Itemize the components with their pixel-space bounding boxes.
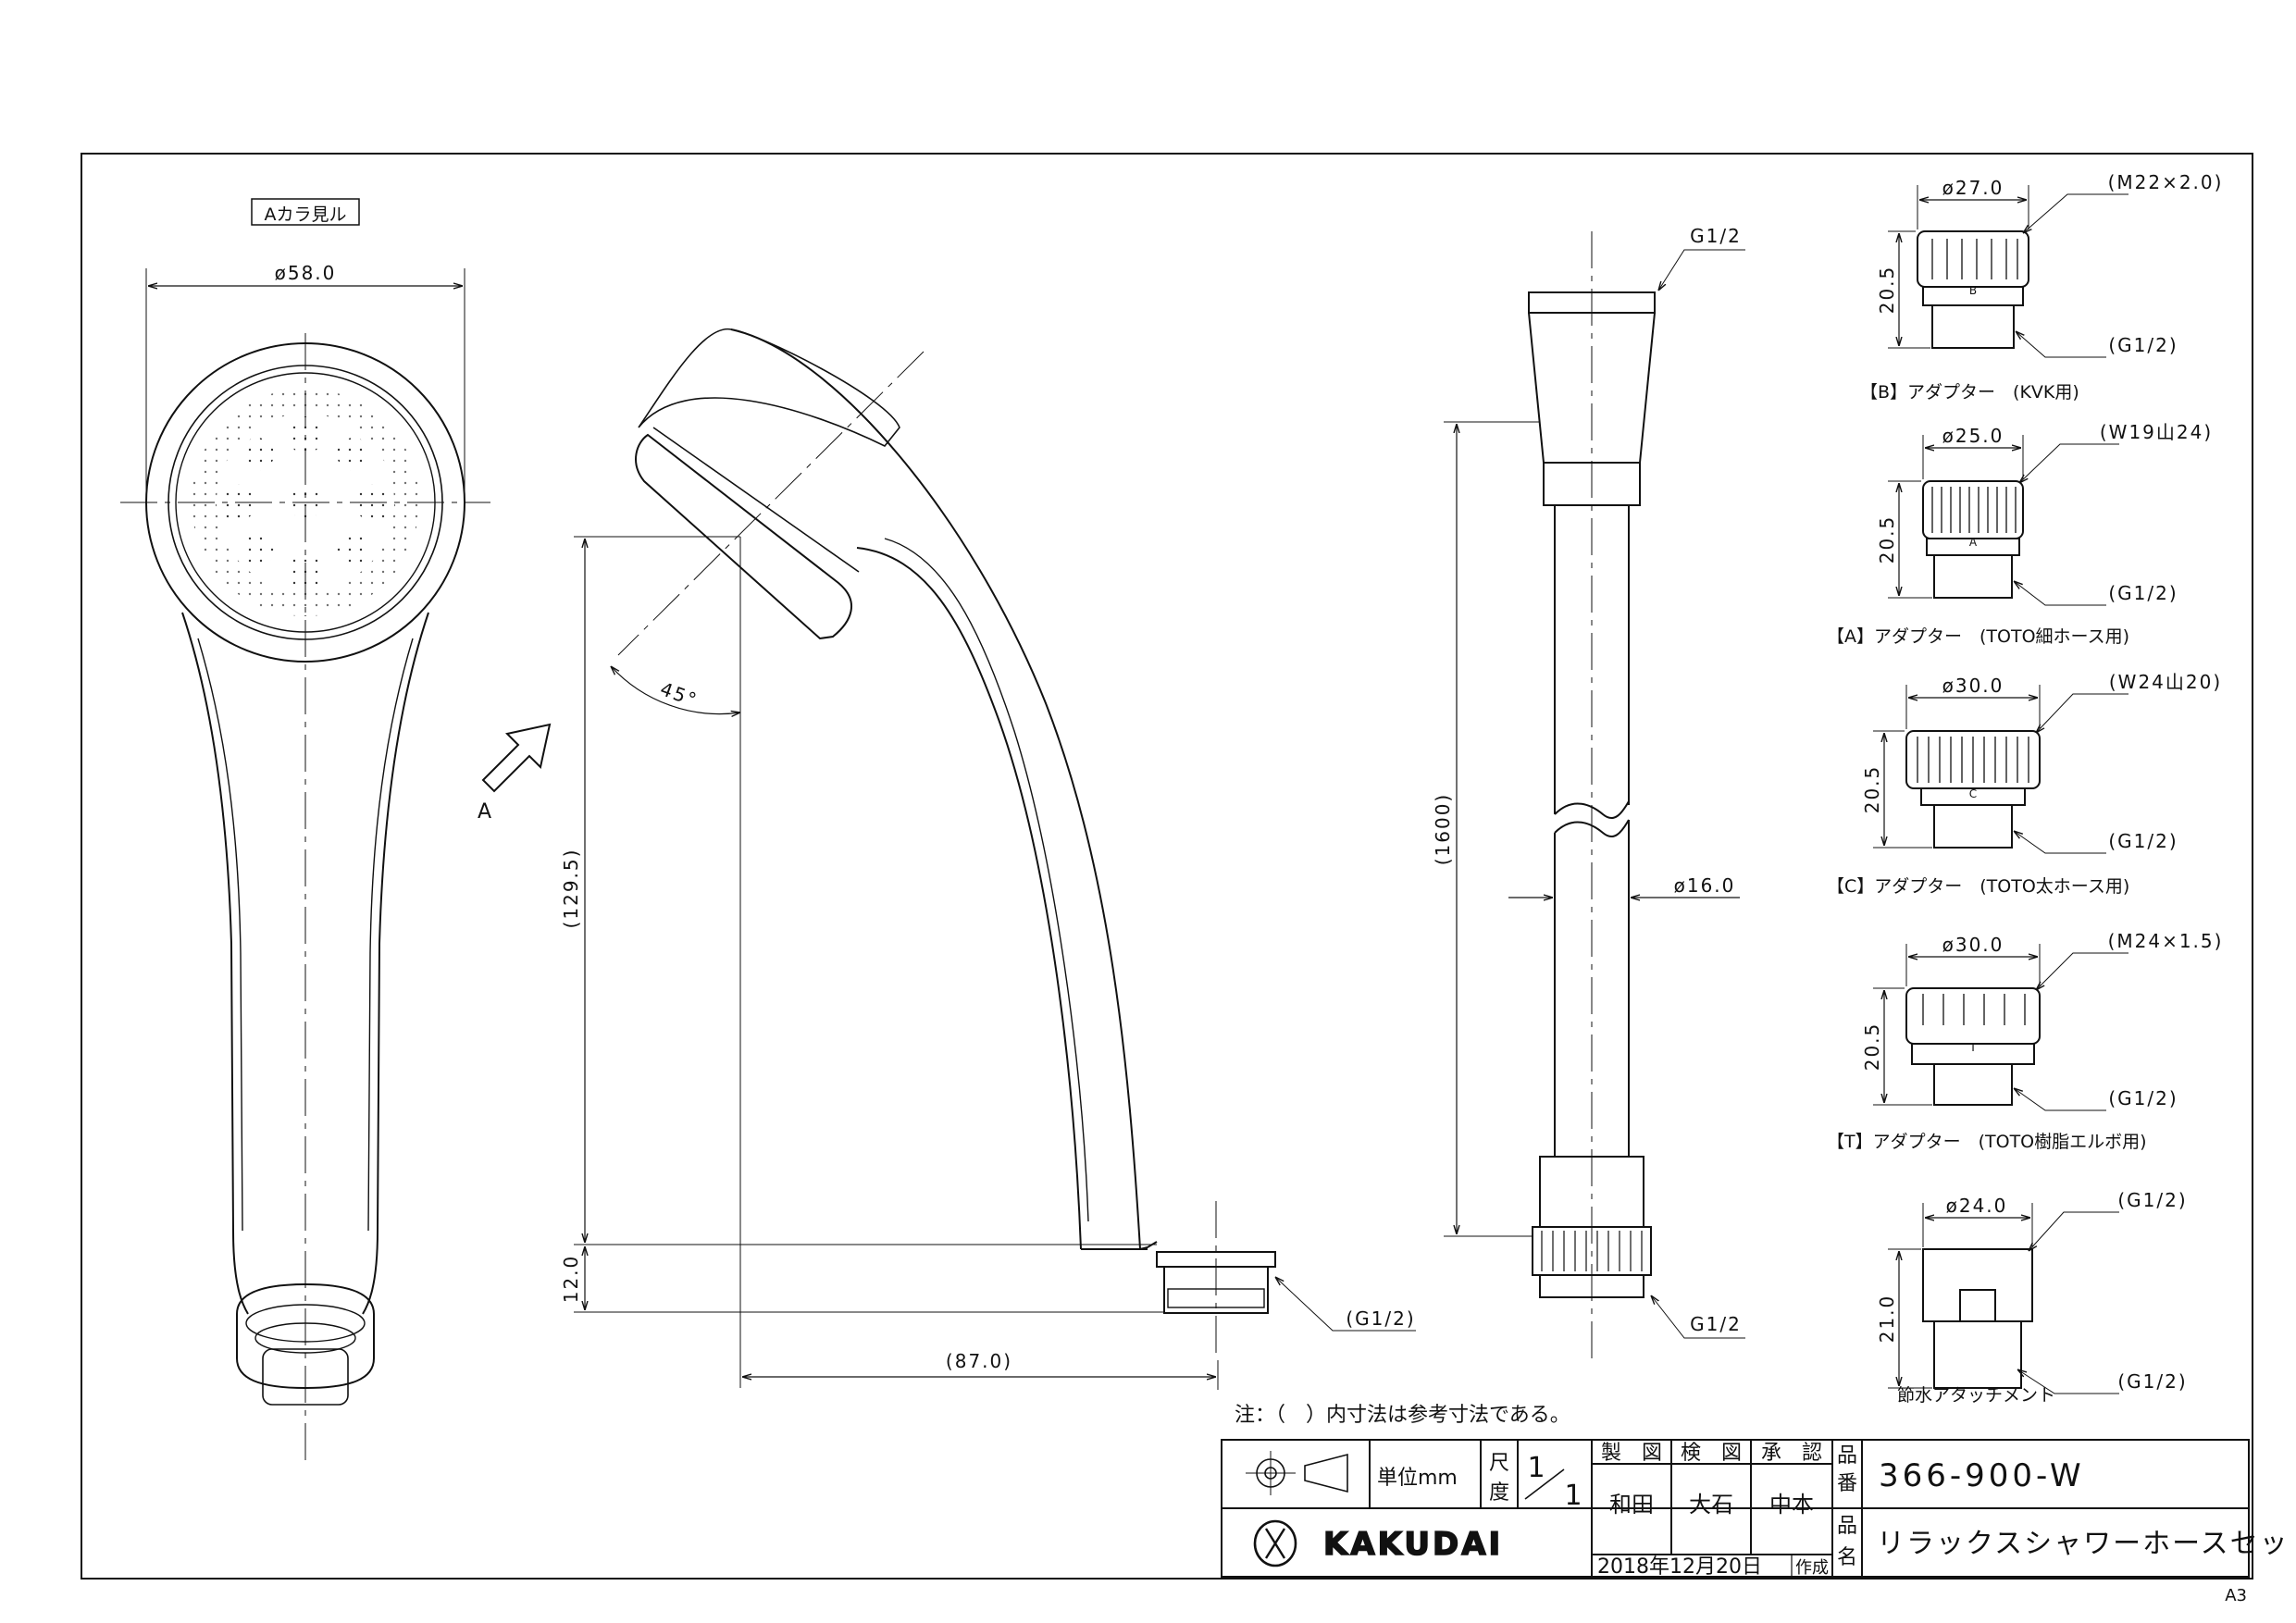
scale-label-1: 尺 [1489, 1452, 1509, 1475]
head-thread-label: (G1/2) [1346, 1307, 1415, 1330]
adapter-t-caption: 【T】アダプター (TOTO樹脂エルボ用) [1827, 1132, 2147, 1152]
sheet-size: A3 [2225, 1586, 2247, 1605]
part-number: 366-900-W [1879, 1457, 2085, 1494]
hose-length-label: (1600) [1432, 793, 1454, 866]
adapter-t-mark: T [1968, 1041, 1977, 1054]
company-name: KAKUDAI [1323, 1526, 1503, 1563]
adapter-t-diameter: ø30.0 [1942, 934, 2004, 956]
scale-numerator: 1 [1527, 1452, 1545, 1484]
name-label-2: 名 [1837, 1546, 1857, 1569]
reach-label: (87.0) [946, 1350, 1012, 1372]
handle-left-edge [181, 612, 249, 1315]
attachment-diameter: ø24.0 [1946, 1195, 2008, 1217]
part-no-label-1: 品 [1837, 1444, 1857, 1468]
checked-by: 大石 [1689, 1492, 1733, 1518]
attachment-thread-bottom: (G1/2) [2117, 1370, 2187, 1393]
approved-by: 中本 [1769, 1492, 1814, 1518]
head-connector [236, 1282, 375, 1390]
adapter-t-drawing [1873, 944, 2128, 1111]
adapter-c-thread-top: (W24山20) [2109, 671, 2222, 693]
drawing-date: 2018年12月20日 [1597, 1555, 1762, 1579]
hose-top-thread-label: G1/2 [1690, 225, 1742, 247]
unit-label: 単位mm [1377, 1467, 1458, 1490]
adapter-a-thread-top: (W19山24) [2100, 421, 2213, 443]
dimension-note: 注：（ ）内寸法は参考寸法である。 [1235, 1404, 1570, 1427]
adapter-b-diameter: ø27.0 [1942, 177, 2004, 199]
labels: Aカラ見ル ø58.0 A 45° (129.5) 12.0 (87.0) (G… [265, 171, 2296, 1605]
hose-diameter-label: ø16.0 [1674, 874, 1736, 897]
approved-header: 承 認 [1761, 1442, 1822, 1465]
view-a-label: Aカラ見ル [265, 204, 347, 225]
angle-label: 45° [657, 677, 701, 712]
handle-back-curve [730, 328, 1141, 1250]
product-name: リラックスシャワーホースセット [1877, 1528, 2296, 1560]
adapter-b-height: 20.5 [1876, 266, 1898, 315]
adapter-c-drawing [1873, 685, 2128, 854]
shower-head-front-view [120, 198, 490, 1462]
adapter-a-diameter: ø25.0 [1942, 425, 2004, 447]
adapter-t-thread-top: (M24×1.5) [2108, 930, 2224, 952]
title-block [1221, 1439, 2250, 1578]
adapter-c-caption: 【C】アダプター (TOTO太ホース用) [1827, 876, 2129, 897]
head-face [635, 433, 853, 640]
adapter-b-drawing [1888, 185, 2128, 358]
adapter-a-drawing [1888, 435, 2119, 606]
drawing-frame [81, 153, 2253, 1580]
attachment-caption: 節水アタッチメント [1897, 1385, 2055, 1406]
head-diameter-label: ø58.0 [275, 262, 337, 284]
adapter-b-caption: 【B】アダプター (KVK用) [1860, 382, 2079, 403]
view-direction-arrow [481, 723, 552, 793]
scale-label-2: 度 [1489, 1481, 1509, 1505]
height-label: (129.5) [560, 849, 582, 929]
adapter-c-mark: C [1969, 787, 1977, 800]
adapter-t-height: 20.5 [1861, 1022, 1883, 1072]
adapter-a-height: 20.5 [1876, 515, 1898, 564]
attachment-height: 21.0 [1876, 1295, 1898, 1344]
handle-right-edge [362, 612, 429, 1315]
drafted-header: 製 図 [1601, 1442, 1662, 1465]
view-arrow-label: A [478, 800, 491, 824]
attachment-thread-top: (G1/2) [2117, 1189, 2187, 1211]
adapter-b-mark: B [1969, 284, 1977, 297]
drafted-by: 和田 [1609, 1492, 1654, 1518]
water-saving-attachment-drawing [1888, 1203, 2119, 1394]
name-label-1: 品 [1837, 1515, 1857, 1538]
angle-dimension-arc [611, 666, 740, 714]
adapter-c-height: 20.5 [1861, 765, 1883, 814]
company-logo [1253, 1519, 1297, 1567]
adapter-b-thread-bottom: (G1/2) [2108, 334, 2178, 356]
shower-head-side-view [574, 328, 1416, 1390]
adapter-c-diameter: ø30.0 [1942, 675, 2004, 697]
thread-height-label: 12.0 [560, 1255, 582, 1304]
adapter-c-thread-bottom: (G1/2) [2108, 830, 2178, 852]
adapter-t-thread-bottom: (G1/2) [2108, 1087, 2178, 1109]
hose-view [1444, 231, 1745, 1360]
view-a-label-box [251, 198, 360, 226]
hose-bottom-thread-label: G1/2 [1690, 1313, 1742, 1335]
handle-front-curve [856, 547, 1082, 1250]
adapter-a-caption: 【A】アダプター (TOTO細ホース用) [1827, 626, 2129, 647]
adapter-a-mark: A [1969, 536, 1978, 549]
adapter-b-thread-top: (M22×2.0) [2108, 171, 2224, 193]
scale-denominator: 1 [1564, 1480, 1582, 1512]
checked-header: 検 図 [1681, 1442, 1742, 1465]
part-no-label-2: 番 [1837, 1472, 1857, 1495]
adapter-a-thread-bottom: (G1/2) [2108, 582, 2178, 604]
created-label: 作成 [1795, 1558, 1829, 1578]
